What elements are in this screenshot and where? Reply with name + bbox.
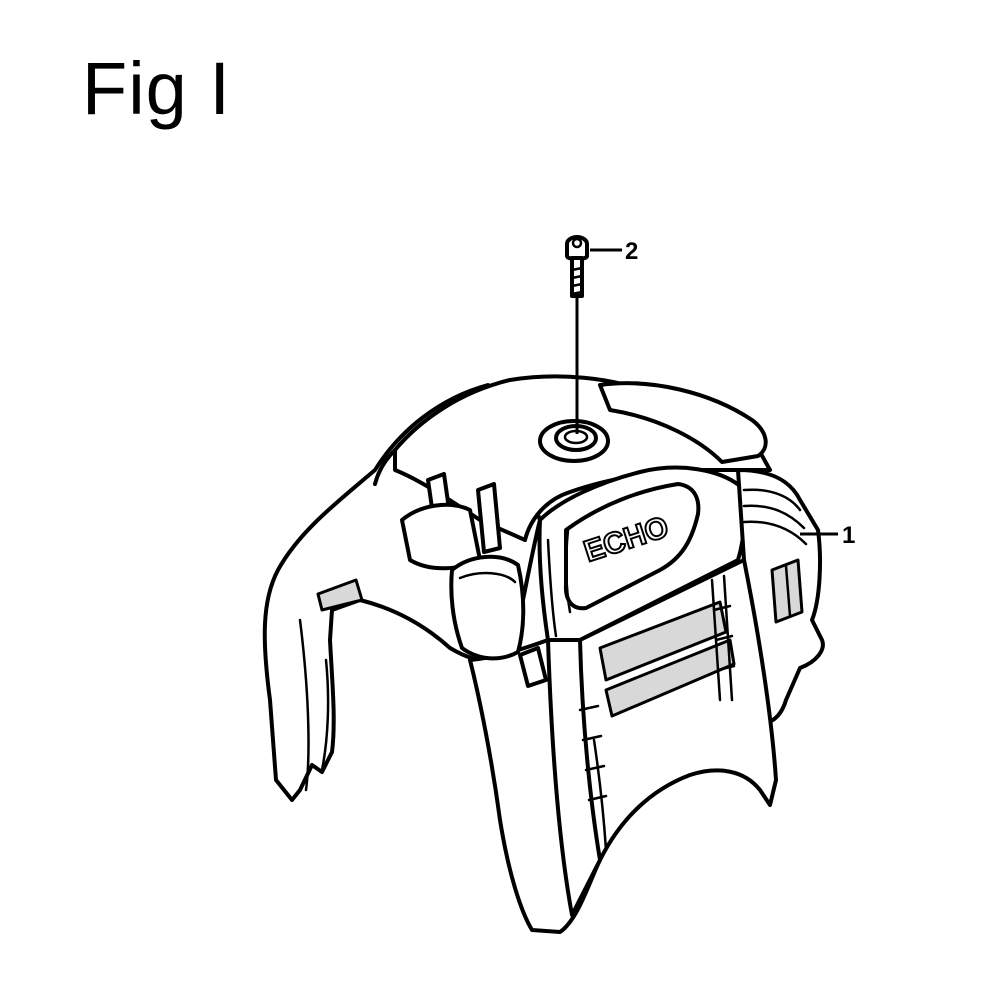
callout-2: 2 <box>625 238 638 265</box>
screw <box>565 235 589 298</box>
cylinder-cover: ECHO <box>262 374 825 934</box>
callout-1: 1 <box>842 522 855 549</box>
figure-title: Fig I <box>82 47 231 130</box>
